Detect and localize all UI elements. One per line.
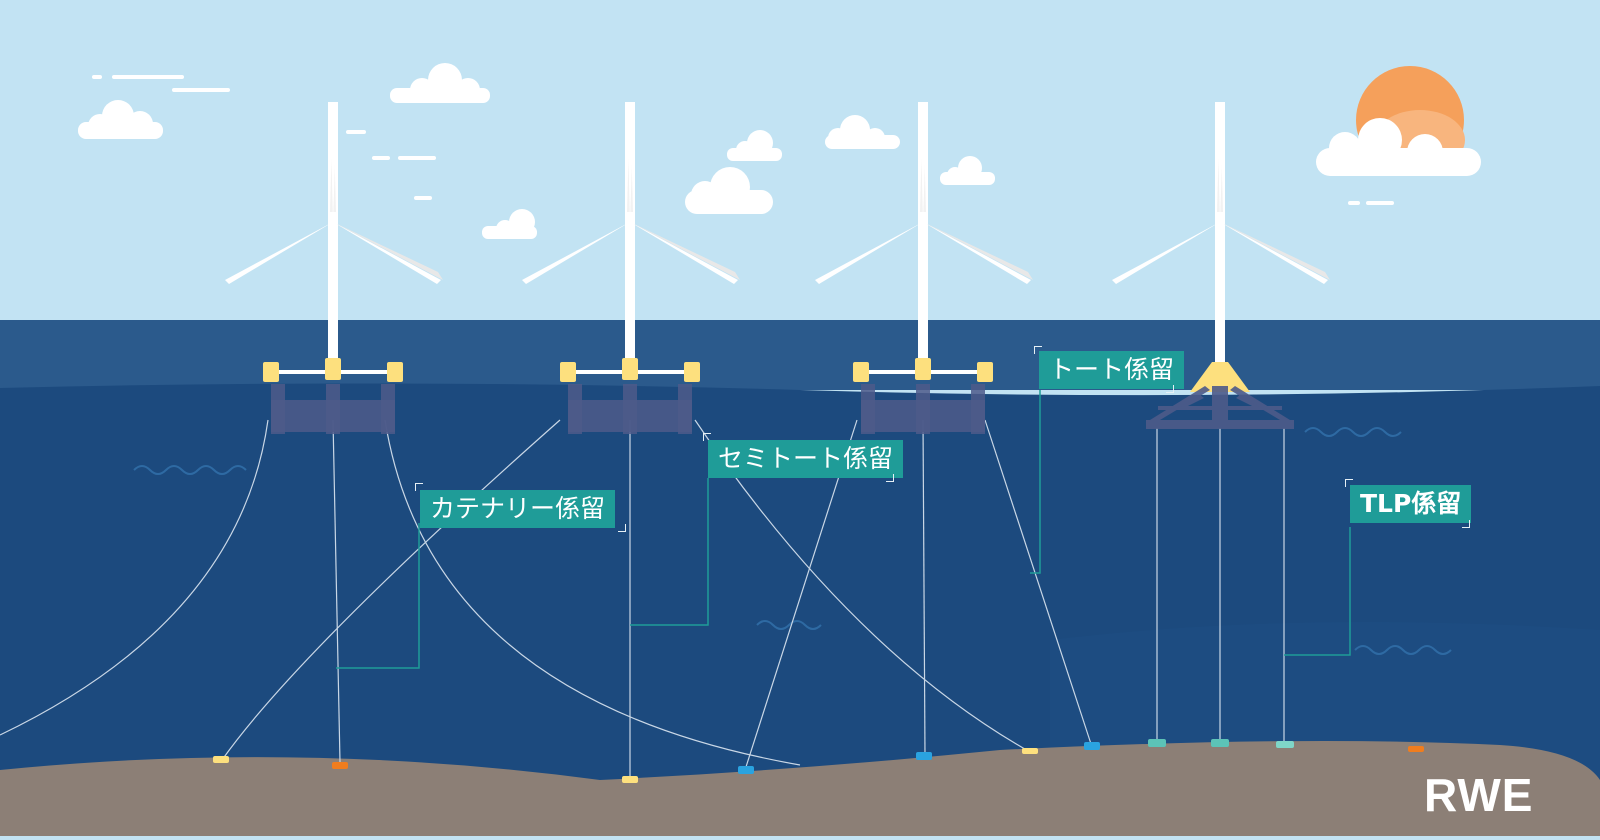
- sea-surface: [0, 320, 1600, 390]
- anchor-icon: [622, 776, 638, 783]
- cloud-icon: [390, 63, 490, 103]
- cloud-icon: [685, 167, 773, 214]
- cloud-icon: [825, 115, 900, 149]
- label-corner: [1462, 520, 1470, 528]
- anchor-icon: [916, 752, 932, 760]
- anchor-icon: [1022, 748, 1038, 754]
- label-corner: [618, 524, 626, 532]
- label-corner: [703, 433, 711, 441]
- anchor-icon: [1276, 741, 1294, 748]
- clouds: [78, 63, 1481, 239]
- taut-mooring-label: トート係留: [1039, 351, 1185, 389]
- cloud-icon: [940, 156, 995, 185]
- cloud-icon: [1316, 118, 1481, 176]
- mooring-lines: [0, 419, 1285, 780]
- anchor-icon: [213, 756, 229, 763]
- anchor-icon: [1211, 739, 1229, 747]
- cloud-icon: [727, 130, 782, 161]
- leader-lines: [336, 390, 1351, 669]
- wave-squiggles: [133, 427, 1452, 655]
- cloud-icon: [482, 209, 537, 239]
- semi-taut-turbine: [522, 102, 740, 434]
- taut-turbine: [815, 102, 1033, 434]
- anchors: [213, 739, 1424, 783]
- seabed: [0, 741, 1600, 836]
- semi-taut-mooring-label: セミトート係留: [708, 440, 904, 478]
- rwe-logo: RWE: [1424, 769, 1534, 821]
- anchor-icon: [1084, 742, 1100, 750]
- catenary-turbine: [225, 102, 443, 434]
- anchor-icon: [738, 766, 754, 774]
- label-corner: [1166, 385, 1174, 393]
- label-corner: [415, 483, 423, 491]
- label-corner: [886, 474, 894, 482]
- anchor-icon: [1408, 746, 1424, 752]
- cloud-icon: [78, 100, 163, 139]
- label-corner: [1034, 346, 1042, 354]
- tlp-mooring-label: TLP係留: [1350, 485, 1472, 523]
- label-corner: [1345, 479, 1353, 487]
- tlp-turbine: [1112, 102, 1330, 429]
- anchor-icon: [1148, 739, 1166, 747]
- wind-lines: [92, 75, 1394, 205]
- catenary-mooring-label: カテナリー係留: [420, 490, 616, 528]
- anchor-icon: [332, 762, 348, 769]
